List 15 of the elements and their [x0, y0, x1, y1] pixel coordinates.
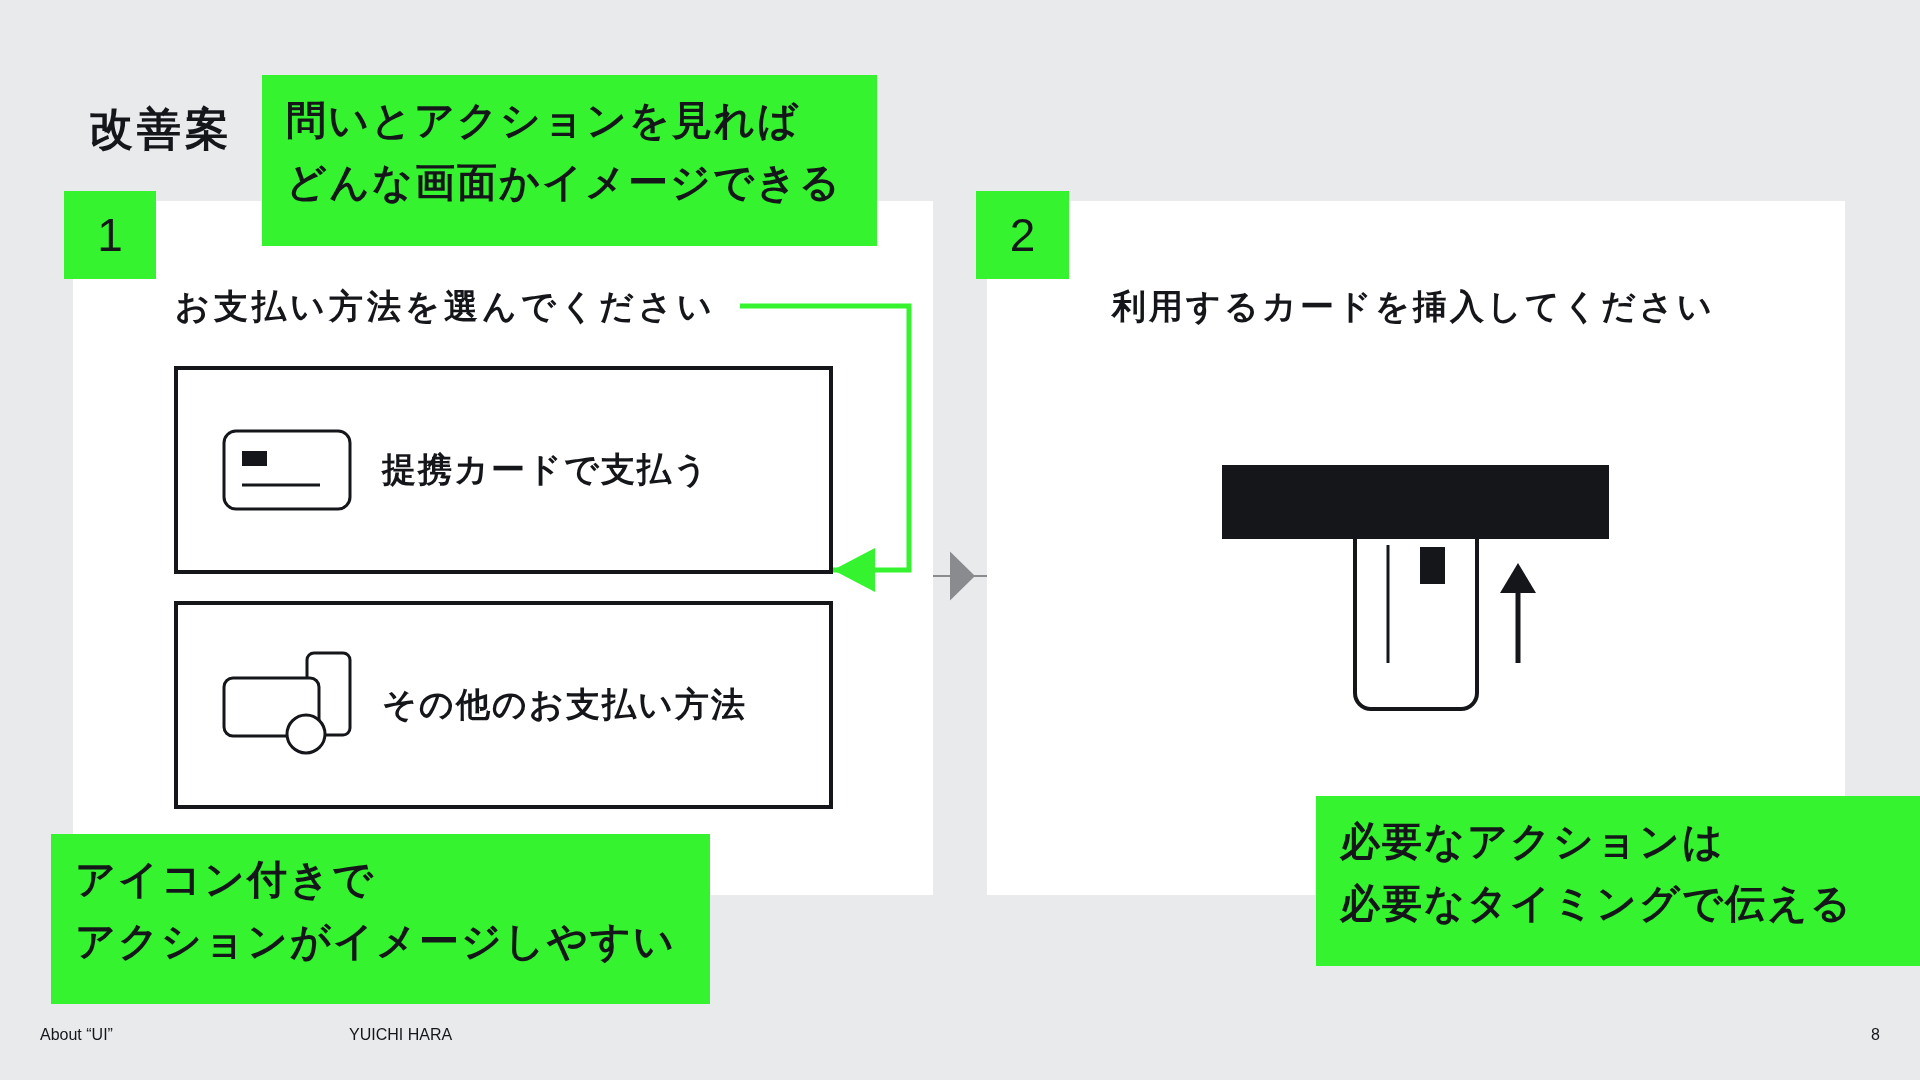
screen-heading: お支払い方法を選んでください	[175, 284, 740, 328]
footer-text: YUICHI HARA	[349, 1026, 453, 1044]
callout-note: 問いとアクションを見ればどんな画面かイメージできる	[262, 75, 877, 246]
footer-text: About “UI”	[40, 1026, 113, 1044]
callout-note: 必要なアクションは必要なタイミングで伝える	[1316, 796, 1920, 966]
step-number-badge: 1	[64, 191, 156, 279]
step-number-badge: 2	[976, 191, 1069, 279]
connector-arrow	[740, 303, 912, 592]
screen-heading: 利用するカードを挿入してください	[1112, 284, 1739, 328]
connector-arrow	[932, 551, 988, 601]
footer-text: 8	[1871, 1026, 1880, 1044]
slide-title: 改善案	[89, 102, 233, 156]
callout-note: アイコン付きでアクションがイメージしやすい	[51, 834, 710, 1004]
payment-option-button: 提携カードで支払う	[174, 366, 833, 574]
payment-option-button: その他のお支払い方法	[174, 601, 833, 809]
